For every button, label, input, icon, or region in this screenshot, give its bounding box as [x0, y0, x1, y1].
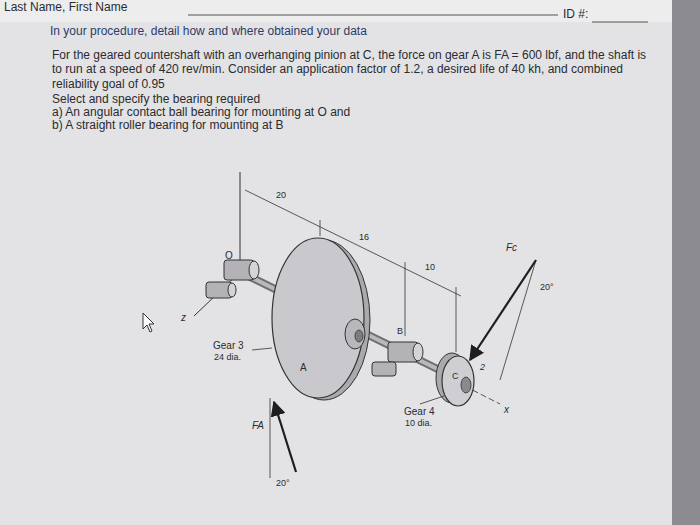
angle-label: 20°: [276, 478, 290, 488]
axis-label: x: [504, 404, 509, 416]
point-label: B: [397, 326, 403, 336]
problem-text: Select and specify the bearing required: [52, 93, 260, 107]
point-label: O: [225, 250, 233, 262]
extension-line: [405, 262, 406, 336]
bearing-o: [206, 260, 259, 298]
header-field: Last Name, First Name: [4, 1, 127, 15]
extension-line: [320, 220, 321, 236]
instruction: In your procedure, detail how and where …: [50, 25, 367, 39]
force-arrow: [470, 260, 536, 360]
leader-line: [420, 396, 444, 404]
bearing-b: [372, 342, 423, 376]
gear-3-disk: [272, 238, 370, 400]
cursor-icon: [143, 313, 154, 332]
dimension: 10: [423, 262, 437, 272]
part-name: Gear 4: [404, 406, 435, 418]
header-field: ID #:: [563, 8, 588, 22]
part-size: 24 dia.: [214, 352, 241, 362]
page-edge-shadow: [672, 0, 700, 525]
problem-text: For the geared countershaft with an over…: [52, 48, 657, 91]
force-arrow: [274, 402, 296, 472]
y-axis: [240, 172, 241, 266]
dimension: 16: [357, 232, 371, 242]
point-label: C: [452, 371, 459, 381]
problem-text: b) A straight roller bearing for mountin…: [52, 119, 283, 133]
problem-text: a) An angular contact ball bearing for m…: [52, 106, 350, 120]
header-band: [0, 0, 700, 22]
angle-label: 20°: [540, 282, 554, 292]
part-size: 10 dia.: [405, 418, 432, 428]
force-label: FA: [252, 420, 264, 432]
force-label: Fc: [506, 242, 517, 254]
reference-line: [500, 260, 536, 380]
gear-4-pinion: [436, 353, 474, 406]
part-name: Gear 3: [213, 340, 244, 352]
id-underline: [592, 22, 648, 23]
dimension: 20: [274, 190, 288, 200]
axis-label: 2: [480, 362, 485, 372]
point-label: A: [300, 362, 307, 374]
extension-line: [456, 287, 457, 352]
name-underline: [188, 15, 558, 16]
axis-label: z: [181, 312, 186, 324]
reference-line: [270, 398, 271, 478]
leader-line: [252, 348, 272, 350]
